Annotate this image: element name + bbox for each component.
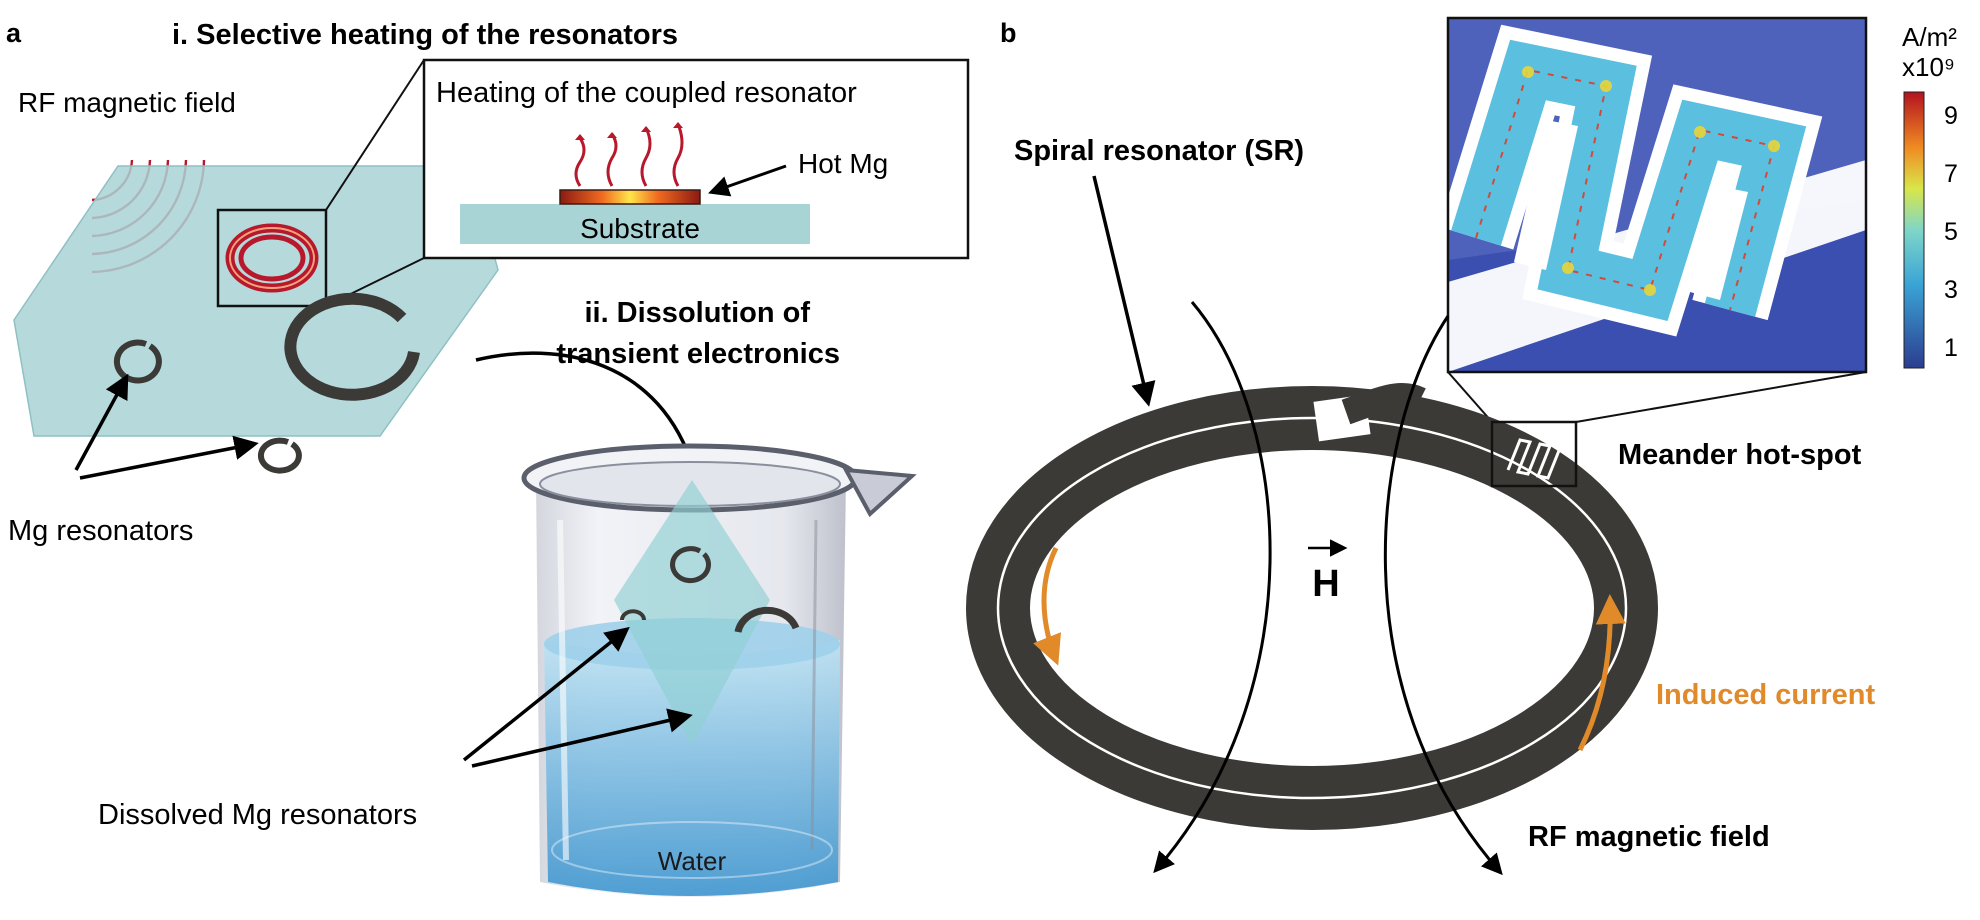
- rf-field-label-b: RF magnetic field: [1528, 821, 1770, 853]
- water-label: Water: [658, 846, 727, 876]
- mg-resonator-large: [284, 292, 420, 401]
- dissolution-arrow: [475, 351, 700, 475]
- induced-current-label: Induced current: [1656, 679, 1875, 711]
- inset-title: Heating of the coupled resonator: [436, 77, 857, 109]
- beaker: [521, 443, 917, 897]
- meander-current-map: [1448, 18, 1866, 372]
- water-fill: [544, 640, 840, 896]
- colorbar-tick: 3: [1944, 276, 1958, 304]
- current-arrow-right: [1577, 594, 1626, 752]
- heated-resonator: [216, 208, 328, 308]
- field-line-right: [1383, 315, 1503, 876]
- colorbar-tick: 7: [1944, 160, 1958, 188]
- mg-resonator-tiny: [257, 437, 302, 474]
- substrate-plane: [14, 166, 498, 436]
- dissolved-label: Dissolved Mg resonators: [98, 799, 417, 831]
- colorbar-unit: A/m²: [1902, 22, 1957, 52]
- inset-substrate: [460, 204, 810, 244]
- meander-hotspot: [1490, 420, 1578, 488]
- meander-label: Meander hot-spot: [1618, 439, 1862, 471]
- spiral-label: Spiral resonator (SR): [1014, 135, 1304, 167]
- substrate-label: Substrate: [580, 213, 700, 244]
- title-ii-line1: ii. Dissolution of: [584, 297, 810, 329]
- rf-field-label-a: RF magnetic field: [18, 87, 236, 118]
- colorbar-tick: 5: [1944, 218, 1958, 246]
- colorbar-tick: 1: [1944, 334, 1958, 362]
- panel-a-label: a: [6, 18, 22, 48]
- hot-mg-label: Hot Mg: [798, 148, 888, 179]
- colorbar-tick: 9: [1944, 102, 1958, 130]
- mg-resonators-label: Mg resonators: [8, 515, 193, 547]
- title-selective-heating: i. Selective heating of the resonators: [172, 19, 678, 51]
- hot-mg-layer: [559, 189, 701, 205]
- current-arrow-left: [1033, 546, 1062, 666]
- field-line-left: [1153, 301, 1272, 874]
- colorbar: A/m² x10⁹ 9 7 5 3 1: [1902, 22, 1958, 369]
- field-vector-symbol: H: [1308, 539, 1348, 605]
- svg-text:H: H: [1312, 563, 1339, 605]
- panel-b-label: b: [1000, 18, 1017, 48]
- heat-waves-icon: [574, 123, 684, 187]
- spiral-resonator: [966, 383, 1658, 830]
- colorbar-scale: x10⁹: [1902, 52, 1955, 82]
